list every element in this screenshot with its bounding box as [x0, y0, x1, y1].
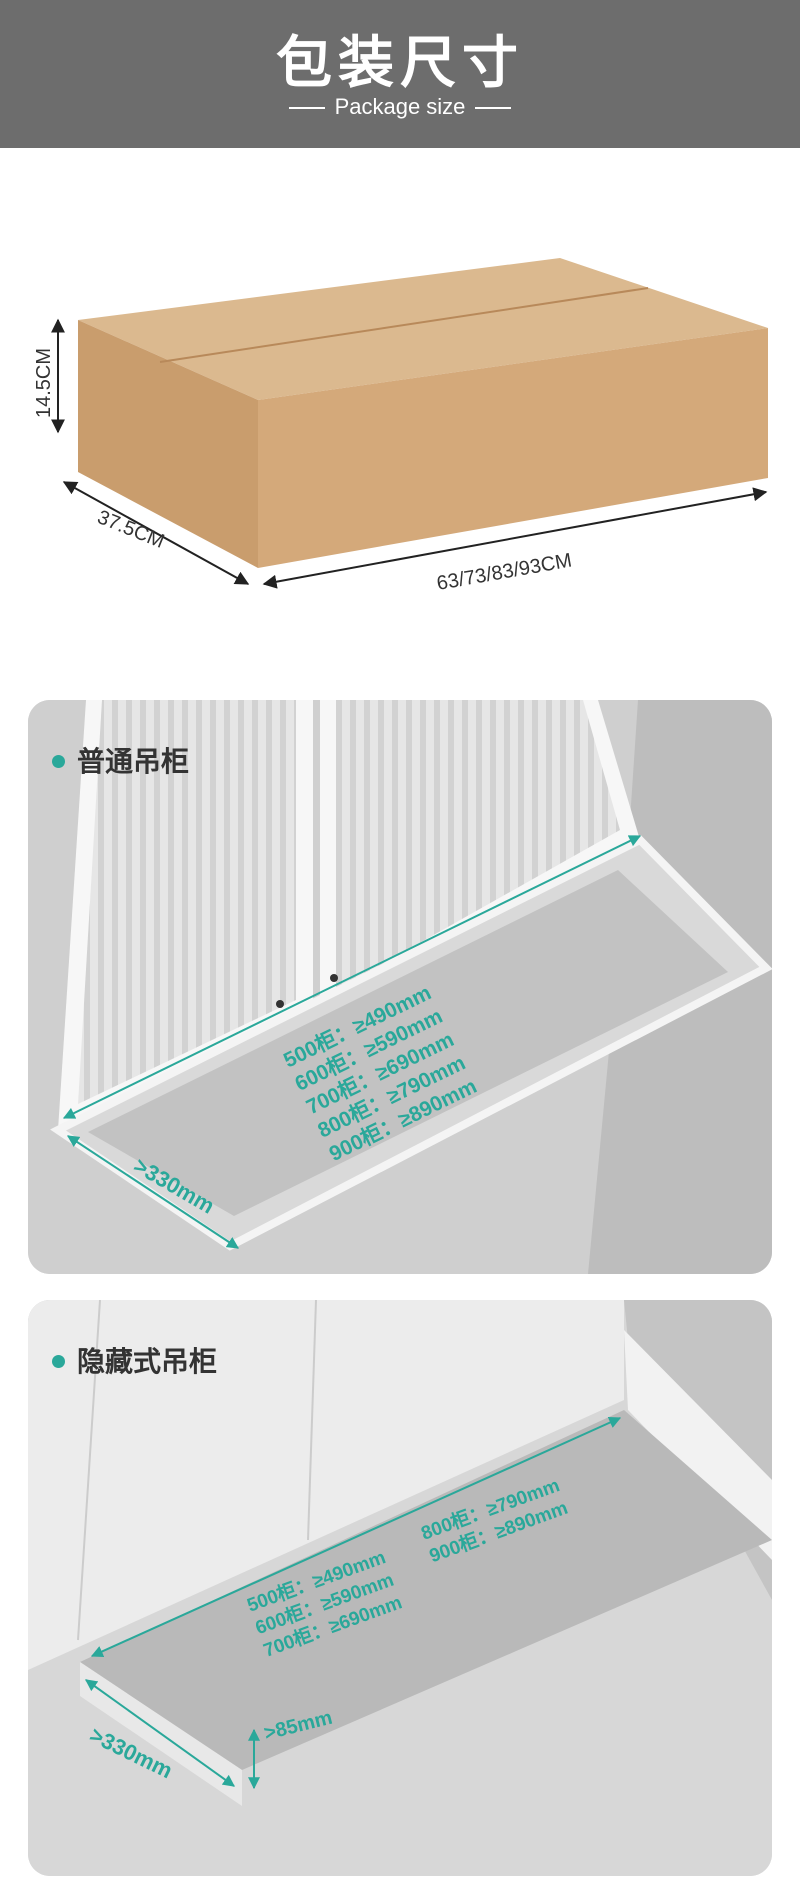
box-seam [159, 287, 649, 363]
depth-arrow [62, 481, 250, 585]
width-arrow [262, 487, 768, 589]
door-gap-1 [77, 1300, 101, 1641]
regular-cabinet-label: 普通吊柜 [52, 740, 189, 780]
hidden-cabinet-title: 隐藏式吊柜 [77, 1345, 218, 1378]
hidden-cabinet-label: 隐藏式吊柜 [52, 1340, 217, 1380]
width-label: 63/73/83/93CM [435, 550, 574, 595]
subtitle-left-dash [288, 107, 325, 110]
box-top-face [78, 258, 768, 400]
hidden-cabinet-svg: 500柜：≥490mm 600柜：≥590mm 700柜：≥690mm 800柜… [28, 1300, 772, 1876]
regular-cabinet-title: 普通吊柜 [77, 745, 190, 778]
left-door-knob [276, 1000, 284, 1008]
bullet-dot [52, 1354, 65, 1368]
width-arrow [90, 1416, 622, 1658]
right-door-knob [330, 974, 338, 982]
page-subtitle-row: Package size [0, 94, 800, 120]
height-label: 14.5CM [33, 348, 55, 418]
depth-arrow [85, 1679, 235, 1787]
package-illustration: 14.5CM 37.5CM 63/73/83/93CM [0, 240, 800, 620]
hidden-cabinet-panel: 500柜：≥490mm 600柜：≥590mm 700柜：≥690mm 800柜… [28, 1300, 772, 1876]
subtitle-right-dash [475, 107, 512, 110]
package-box-svg: 14.5CM 37.5CM 63/73/83/93CM [33, 258, 768, 595]
width-arrow [62, 835, 642, 1119]
depth-arrow [66, 1135, 240, 1249]
regular-cabinet-svg: 500柜：≥490mm 600柜：≥590mm 700柜：≥690mm 800柜… [28, 700, 772, 1274]
page-subtitle: Package size [334, 94, 466, 119]
bullet-dot [52, 754, 65, 768]
regular-cabinet-panel: 500柜：≥490mm 600柜：≥590mm 700柜：≥690mm 800柜… [28, 700, 772, 1274]
page-title: 包装尺寸 [276, 31, 524, 96]
header-banner: 包装尺寸 Package size [0, 0, 800, 148]
wall-column [624, 1330, 772, 1560]
